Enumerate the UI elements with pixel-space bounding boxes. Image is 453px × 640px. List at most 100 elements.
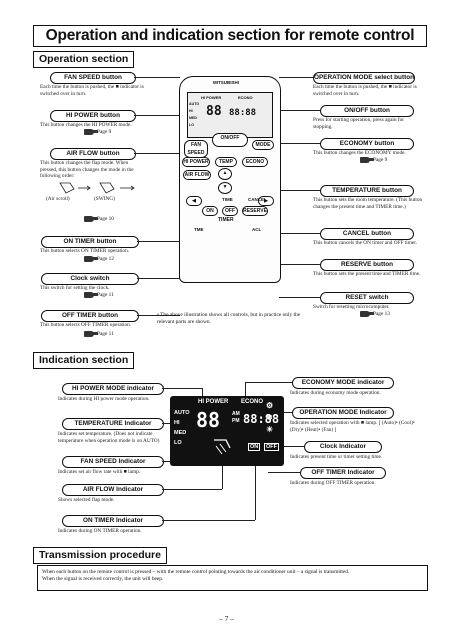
reset-switch-desc: Switch for resetting microcomputer. [313, 304, 390, 310]
clock-switch-label: Clock switch [41, 273, 139, 285]
page-title: Operation and indication section for rem… [33, 25, 427, 47]
operation-mode-select-button-label: OPERATION MODE select button [313, 72, 415, 84]
fan-speed-button-label: FAN SPEED button [50, 72, 136, 84]
operation-mode-indicator-desc: Indicates selected operation with ■ lamp… [290, 420, 415, 433]
remote-brand: MITSUBISHI [213, 80, 240, 85]
off-timer-page-ref: Page 11 [84, 331, 114, 337]
lcd-lo: LO [174, 440, 182, 446]
temperature-indicator-label: TEMPERATURE Indicator [62, 418, 164, 430]
pointing-hand-icon [360, 157, 374, 163]
remote-mode-button[interactable]: MODE [252, 140, 274, 150]
lcd-temperature: 88 [196, 408, 221, 432]
operation-section-heading: Operation section [33, 51, 135, 68]
clock-indicator-desc: Indicates present time or timer setting … [290, 454, 383, 460]
lcd-med: MED [174, 430, 187, 436]
sun-icon: ☀ [266, 425, 274, 434]
remote-lcd-clock: 88:88 [229, 108, 257, 118]
economy-button-label: ECONOMY button [320, 138, 414, 150]
indication-section-heading: Indication section [33, 352, 135, 369]
remote-econo-button[interactable]: ECONO [242, 157, 268, 167]
flap-indicator-icon [214, 439, 231, 455]
off-timer-button-desc: This button selects OFF TIMER operation. [40, 322, 132, 328]
hi-power-button-label: HI POWER button [50, 110, 136, 122]
economy-mode-indicator-desc: Indicates during economy mode operation. [290, 390, 381, 396]
indicator-lcd-panel [170, 396, 284, 466]
fan-speed-indicator-label: FAN SPEED Indicator [62, 456, 164, 468]
lcd-econo: ECONO [241, 399, 264, 405]
remote-reserve-button[interactable]: RESERVE [242, 206, 268, 216]
off-timer-indicator-desc: Indicates during OFF TIMER operation. [290, 480, 376, 486]
remote-lcd-hi: HI [189, 109, 193, 113]
remote-tme-label: TME [194, 227, 204, 232]
transmission-box: When each button on the remote control i… [37, 565, 428, 591]
remote-lcd-temp: 88 [206, 104, 222, 119]
remote-temp-label: TEMP [215, 157, 237, 167]
off-timer-button-label: OFF TIMER button [41, 310, 139, 322]
fan-speed-indicator-desc: Indicates set air flow rate with ■ lamp. [58, 469, 141, 475]
lcd-auto: AUTO [174, 410, 190, 416]
air-scroll-label: (Air scroll) [46, 196, 70, 202]
remote-on-timer-button[interactable]: ON [202, 206, 218, 216]
pointing-hand-icon [84, 129, 98, 135]
remote-temp-down-button[interactable]: ▼ [218, 182, 232, 194]
off-timer-indicator-label: OFF TIMER Indicator [300, 467, 386, 479]
cancel-button-label: CANCEL button [320, 228, 414, 240]
remote-lcd-auto: AUTO [189, 102, 200, 106]
lcd-pm: PM [232, 418, 240, 424]
air-flow-page-ref: Page 10 [84, 216, 114, 222]
temperature-indicator-desc: Indicates set temperature. (Does not ind… [58, 431, 160, 444]
hi-power-mode-indicator-label: HI POWER MODE indicator [62, 383, 164, 395]
hi-power-mode-indicator-desc: Indicates during HI power mode operation… [58, 396, 150, 402]
reset-page-ref: Page 13 [360, 311, 390, 317]
fan-speed-button-desc: Each time the button is pushed, the ■ in… [40, 84, 144, 97]
transmission-text-2: When the signal is received correctly, t… [42, 575, 164, 582]
lcd-on-timer: ON [248, 443, 261, 451]
remote-air-flow-button[interactable]: AIR FLOW [183, 170, 211, 180]
economy-mode-indicator-label: ECONOMY MODE indicator [292, 377, 394, 389]
operation-mode-select-desc: Each time the button is pushed, the ■ in… [313, 84, 417, 97]
hi-power-button-desc: This button changes the HI POWER mode. [40, 122, 132, 128]
on-timer-button-label: ON TIMER button [41, 236, 139, 248]
remote-fan-speed-button[interactable]: FAN SPEED [184, 140, 208, 158]
remote-lcd [187, 92, 273, 138]
hi-power-page-ref: Page 9 [84, 129, 111, 135]
operation-mode-icons: ⚙ [266, 401, 274, 410]
transmission-text-1: When each button on the remote control i… [42, 569, 350, 575]
clock-switch-desc: This switch for setting the clock. [40, 285, 110, 291]
remote-temp-up-button[interactable]: ▲ [218, 168, 232, 180]
remote-on-off-button[interactable]: ON/OFF [212, 133, 248, 147]
remote-acl-label: ACL [252, 227, 262, 232]
on-timer-indicator-desc: Indicates during ON TIMER operation. [58, 528, 142, 534]
temperature-button-desc: This button sets the room temperature. (… [313, 197, 423, 210]
pointing-hand-icon [84, 216, 98, 222]
pointing-hand-icon [84, 331, 98, 337]
temperature-button-label: TEMPERATURE button [320, 185, 414, 197]
pointing-hand-icon [360, 311, 374, 317]
lcd-hi: HI [174, 420, 180, 426]
lcd-hi-power: HI POWER [198, 399, 229, 405]
on-off-button-desc: Press for starting operation, press agai… [313, 117, 405, 130]
remote-cancel-label: CANCEL [248, 197, 267, 202]
remote-hi-power-button[interactable]: HI POWER [182, 157, 210, 167]
economy-page-ref: Page 9 [360, 157, 387, 163]
remote-lcd-hi-power: HI POWER [201, 95, 222, 100]
snowflake-icon: ❄ [266, 413, 273, 422]
reserve-button-desc: This button sets the present time and TI… [313, 271, 421, 277]
on-timer-indicator-label: ON TIMER Indicator [62, 515, 164, 527]
transmission-section-heading: Transmission procedure [33, 547, 167, 564]
on-off-button-label: ON/OFF button [320, 105, 414, 117]
reserve-button-label: RESERVE button [320, 259, 414, 271]
remote-time-right-button[interactable]: ▶ [258, 196, 274, 206]
remote-lcd-lo: LO [189, 123, 194, 127]
air-flow-button-desc: This button changes the flap mode. When … [40, 160, 134, 180]
on-timer-button-desc: This button selects ON TIMER operation. [40, 248, 130, 254]
air-flow-button-label: AIR FLOW button [50, 148, 136, 160]
cancel-button-desc: This button cancels the ON timer and OFF… [313, 240, 418, 246]
remote-timer-label: TIMER [218, 217, 234, 223]
pointing-hand-icon [84, 292, 98, 298]
remote-time-left-button[interactable]: ◀ [186, 196, 202, 206]
remote-lcd-med: MED [189, 116, 197, 120]
swing-label: (SWING) [94, 196, 115, 202]
remote-off-timer-button[interactable]: OFF [222, 206, 238, 216]
economy-button-desc: This button changes the ECONOMY mode. [313, 150, 406, 156]
